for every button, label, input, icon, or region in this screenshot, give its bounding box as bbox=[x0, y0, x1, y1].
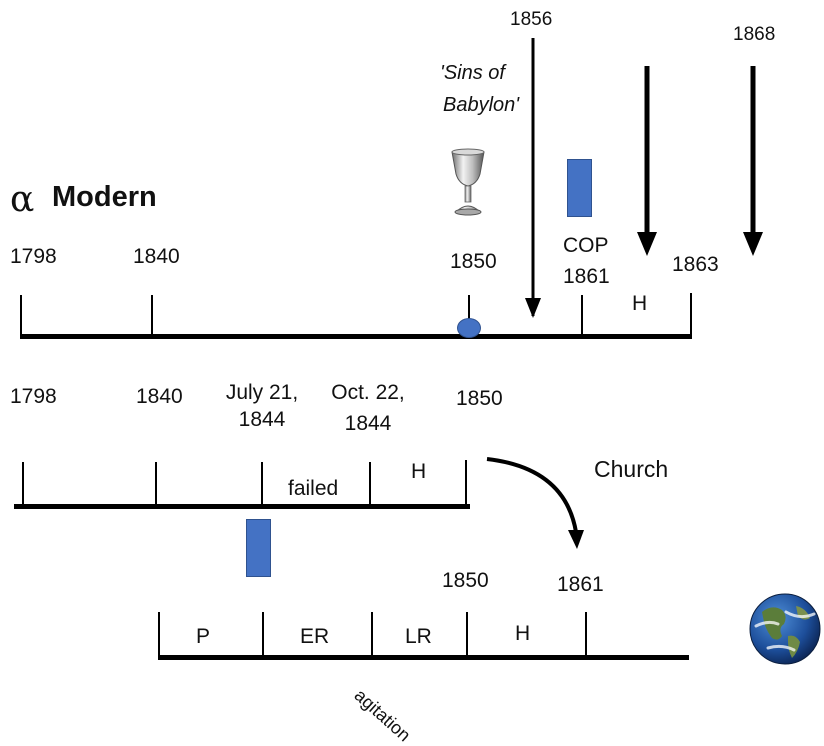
timeline-3-tick-start bbox=[158, 612, 160, 656]
date-oct-22-year: 1844 bbox=[344, 412, 392, 435]
timeline-2-tick-1840 bbox=[155, 462, 157, 506]
timeline-1-year-1850: 1850 bbox=[450, 250, 497, 273]
timeline-3-tick-1861 bbox=[585, 612, 587, 656]
timeline-3-year-1861: 1861 bbox=[557, 573, 604, 596]
earth-globe-icon bbox=[748, 592, 822, 666]
top-year-1856: 1856 bbox=[510, 9, 553, 30]
church-curved-arrow-head bbox=[568, 530, 584, 549]
timeline-3-segment-h: H bbox=[515, 622, 531, 645]
timeline-2-line bbox=[14, 504, 470, 509]
timeline-3-year-1850: 1850 bbox=[442, 569, 489, 592]
timeline-1-tick-1850 bbox=[468, 295, 470, 337]
timeline-1-year-1798: 1798 bbox=[10, 245, 57, 268]
timeline-2-segment-failed: failed bbox=[288, 477, 339, 500]
quote-line-1: 'Sins of bbox=[440, 62, 505, 84]
timeline-3-segment-er: ER bbox=[300, 625, 330, 648]
timeline-3-tick-lr bbox=[371, 612, 373, 656]
timeline-3-tick-1850 bbox=[466, 612, 468, 656]
timeline-2-tick-oct-1844 bbox=[369, 462, 371, 506]
timeline-2-tick-1798 bbox=[22, 462, 24, 506]
timeline-3-segment-p: P bbox=[196, 625, 211, 648]
date-oct-22: Oct. 22, bbox=[331, 381, 405, 404]
timeline-1-line bbox=[20, 334, 692, 339]
arrow-1868-head bbox=[743, 232, 763, 256]
timeline-2-year-1798: 1798 bbox=[10, 385, 57, 408]
timeline-2-rectangle bbox=[246, 519, 271, 577]
chalice-icon bbox=[444, 146, 492, 218]
timeline-2-year-1850: 1850 bbox=[456, 387, 503, 410]
arrow-1856-head bbox=[525, 298, 541, 318]
timeline-1-year-1840: 1840 bbox=[133, 245, 180, 268]
timeline-1-tick-1840 bbox=[151, 295, 153, 337]
timeline-3-segment-lr: LR bbox=[405, 625, 432, 648]
timeline-1-segment-h: H bbox=[632, 292, 648, 315]
date-july-21-year: 1844 bbox=[238, 408, 286, 431]
timeline-2-tick-1850 bbox=[465, 460, 467, 506]
timeline-1-tick-1798 bbox=[20, 295, 22, 337]
timeline-1-tick-1861 bbox=[581, 295, 583, 337]
timeline-1-year-1863: 1863 bbox=[672, 253, 719, 276]
title-symbol: α bbox=[10, 179, 35, 220]
top-year-1868: 1868 bbox=[733, 24, 776, 45]
timeline-1-tick-1863 bbox=[690, 293, 692, 337]
cop-rectangle bbox=[567, 159, 592, 217]
church-label: Church bbox=[594, 456, 669, 482]
timeline-3-tick-er bbox=[262, 612, 264, 656]
timeline-2-tick-july-1844 bbox=[261, 462, 263, 506]
date-july-21: July 21, bbox=[225, 381, 299, 404]
timeline-2-year-1840: 1840 bbox=[136, 385, 183, 408]
timeline-3-line bbox=[158, 655, 689, 660]
cop-label: COP bbox=[563, 234, 609, 257]
timeline-1-marker-dot bbox=[457, 318, 481, 338]
church-curved-arrow bbox=[486, 457, 578, 533]
cop-year: 1861 bbox=[563, 265, 610, 288]
quote-line-2: Babylon' bbox=[443, 94, 520, 116]
timeline-2-segment-h: H bbox=[411, 460, 427, 483]
page-title: Modern bbox=[52, 181, 157, 213]
arrow-mid-head bbox=[637, 232, 657, 256]
